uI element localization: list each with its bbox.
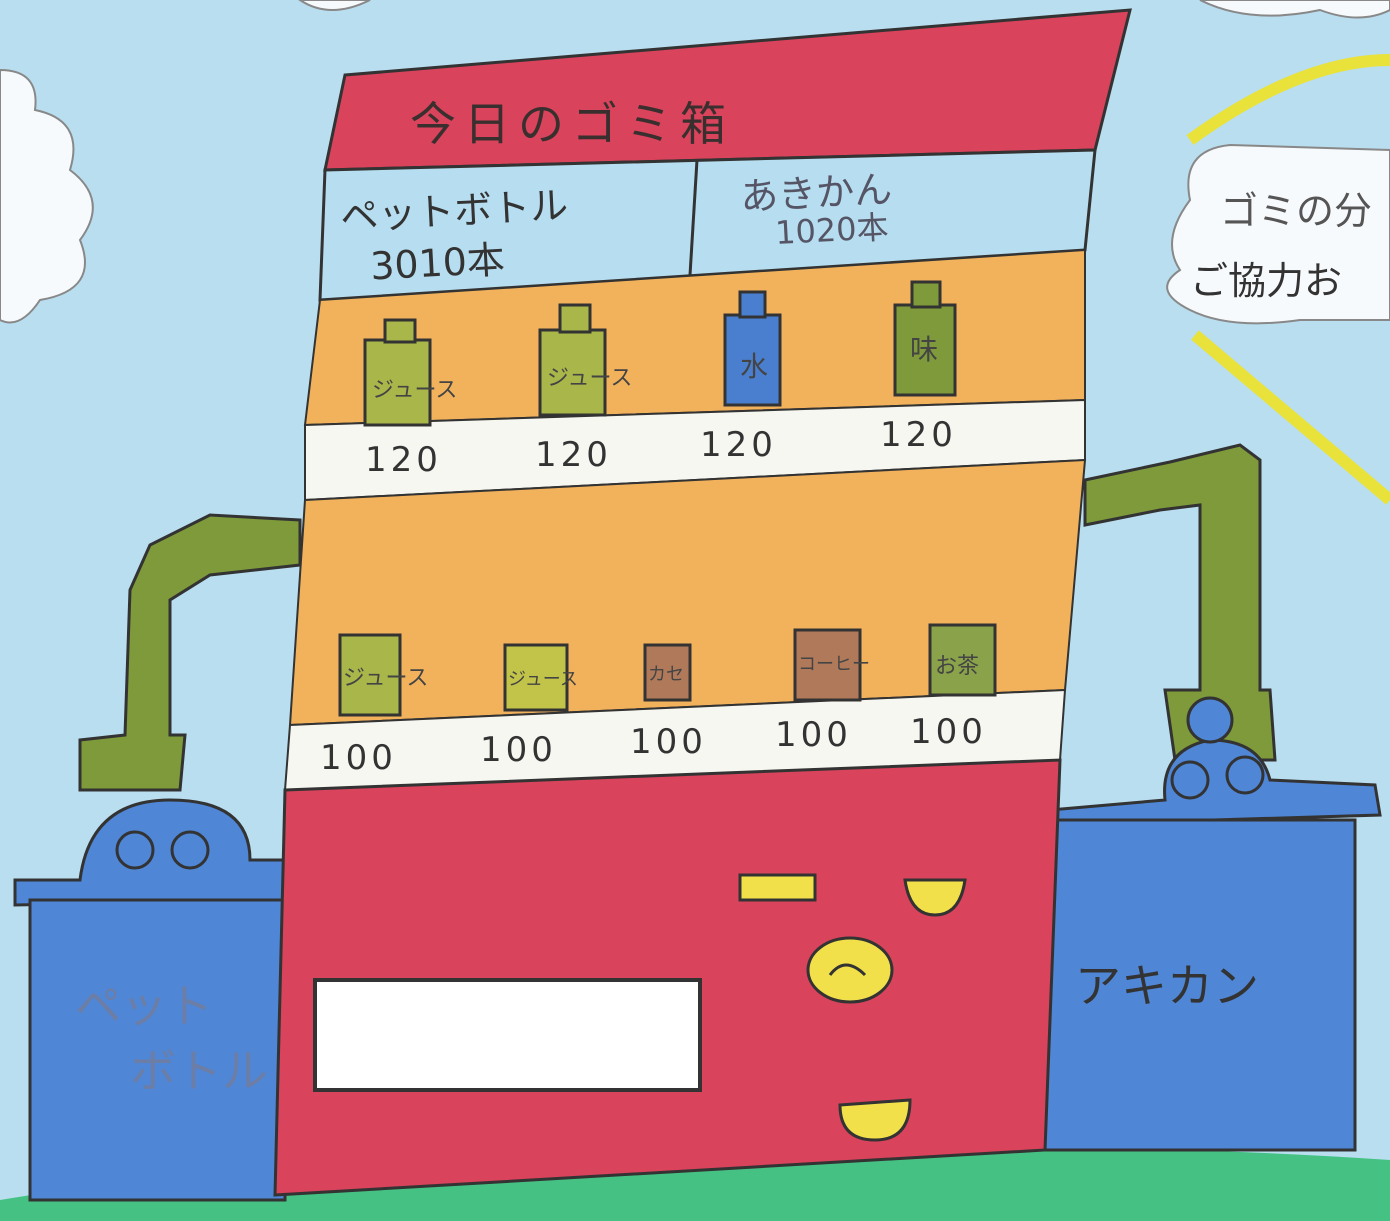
- can-bottom-3-label: カセ: [648, 664, 684, 685]
- bottle-top-2-cap: [558, 303, 592, 334]
- return-lever: [806, 936, 894, 1004]
- machine-lower-body: [273, 758, 1062, 1197]
- bottle-top-1-label: ジュース: [372, 378, 458, 403]
- bottle-top-3-label: 水: [740, 350, 769, 383]
- can-bottom-5: [928, 623, 997, 697]
- bottle-top-2: [538, 328, 607, 417]
- machine-title: 今日のゴミ箱: [410, 97, 734, 151]
- price-top-4: 120: [880, 415, 957, 455]
- price-bottom-5: 100: [910, 712, 987, 752]
- dispenser-slot: [313, 978, 702, 1092]
- left-bin-wheel-1: [115, 830, 155, 870]
- left-bin-body: [28, 898, 287, 1202]
- can-bottom-2: [503, 643, 569, 712]
- can-bottom-2-label: ジュース: [508, 669, 578, 690]
- counter-pet-count: 3010本: [369, 237, 506, 289]
- left-bin-label-line1: ペット: [75, 979, 213, 1033]
- speech-bubble-line2: ご協力お: [1190, 259, 1343, 303]
- left-bin-label-line2: ボトル: [130, 1044, 268, 1098]
- cloud-left: [0, 68, 94, 324]
- right-bin-eye: [1186, 696, 1234, 744]
- speech-bubble: [1166, 143, 1390, 325]
- can-bottom-3: [643, 643, 692, 702]
- price-top-2: 120: [535, 435, 612, 475]
- price-top-3: 120: [700, 425, 777, 465]
- price-bottom-3: 100: [630, 722, 707, 762]
- left-bin-wheel-2: [170, 830, 210, 870]
- bottle-top-4-label: 味: [910, 333, 939, 366]
- top-row-bottles: [363, 280, 957, 427]
- right-bin-wheel-1: [1170, 760, 1210, 800]
- sun-ray-top: [1186, 54, 1390, 145]
- price-top-1: 120: [365, 440, 442, 480]
- speech-bubble-line1: ゴミの分: [1220, 189, 1373, 233]
- bottle-top-4: [893, 303, 957, 397]
- bottle-top-4-cap: [910, 280, 942, 309]
- bottle-top-2-label: ジュース: [547, 366, 633, 391]
- counter-divider: [688, 159, 699, 276]
- bottle-top-3-cap: [738, 290, 767, 319]
- price-bottom-4: 100: [775, 715, 852, 755]
- can-bottom-5-label: お茶: [935, 654, 980, 679]
- bottle-top-1: [363, 338, 432, 427]
- coin-slot: [738, 873, 817, 902]
- can-bottom-4-label: コーヒー: [798, 654, 870, 675]
- can-bottom-4: [793, 628, 862, 702]
- can-bottom-1: [338, 633, 402, 717]
- change-tray: [838, 1098, 912, 1142]
- left-arm: [78, 513, 302, 792]
- right-bin-wheel-2: [1225, 755, 1265, 795]
- return-lever-mark: [828, 963, 867, 977]
- can-bottom-1-label: ジュース: [343, 666, 429, 691]
- price-bottom-2: 100: [480, 730, 557, 770]
- counter-can-count: 1020本: [774, 208, 890, 252]
- right-bin-body: [1043, 818, 1357, 1152]
- coin-return-button: [903, 878, 967, 917]
- cloud-top-right: [1199, 0, 1390, 19]
- price-bottom-1: 100: [320, 738, 397, 778]
- sun-ray-bottom: [1191, 330, 1390, 505]
- bottom-row-cans: [338, 623, 997, 717]
- cloud-top: [298, 0, 371, 11]
- bottle-top-1-cap: [383, 318, 417, 344]
- right-bin-label: アキカン: [1075, 959, 1259, 1013]
